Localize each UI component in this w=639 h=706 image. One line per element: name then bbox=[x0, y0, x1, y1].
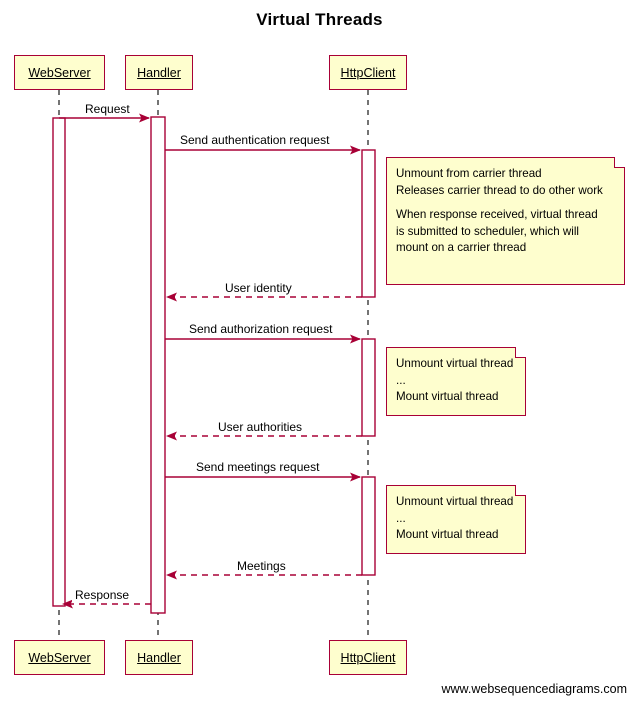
page-title: Virtual Threads bbox=[256, 10, 383, 29]
participant-httpclient-top[interactable]: HttpClient bbox=[329, 55, 407, 90]
message-label-send-authentication-request: Send authentication request bbox=[177, 133, 333, 147]
note-line: Unmount virtual thread bbox=[396, 495, 514, 508]
note-fold-icon bbox=[614, 157, 625, 168]
note-line: Releases carrier thread to do other work bbox=[396, 183, 603, 197]
participant-label: HttpClient bbox=[340, 650, 396, 665]
participant-webserver-top[interactable]: WebServer bbox=[14, 55, 105, 90]
note-line: Unmount from carrier thread bbox=[396, 167, 542, 180]
activation-webserver bbox=[52, 117, 66, 607]
activation-handler bbox=[150, 116, 166, 614]
participant-label: Handler bbox=[137, 650, 181, 665]
note-line: mount on a carrier thread bbox=[396, 241, 527, 254]
message-label-user-identity: User identity bbox=[222, 281, 295, 295]
note-line-blank bbox=[396, 199, 615, 207]
note-unmount-carrier-thread: Unmount from carrier thread Releases car… bbox=[386, 157, 625, 285]
participant-handler-bottom[interactable]: Handler bbox=[125, 640, 193, 675]
footer-watermark: www.websequencediagrams.com bbox=[441, 682, 627, 696]
note-fold-icon bbox=[515, 485, 526, 496]
message-label-meetings: Meetings bbox=[234, 559, 289, 573]
note-line: Mount virtual thread bbox=[396, 528, 499, 541]
participant-label: HttpClient bbox=[340, 65, 396, 80]
message-label-send-authorization-request: Send authorization request bbox=[186, 322, 336, 336]
message-label-user-authorities: User authorities bbox=[215, 420, 306, 434]
note-unmount-mount-virtual-thread-1: Unmount virtual thread ... Mount virtual… bbox=[386, 347, 526, 416]
message-label-response: Response bbox=[72, 588, 133, 602]
activation-httpclient-2 bbox=[361, 338, 376, 437]
participant-handler-top[interactable]: Handler bbox=[125, 55, 193, 90]
note-line: is submitted to scheduler, which will bbox=[396, 224, 580, 238]
note-unmount-mount-virtual-thread-2: Unmount virtual thread ... Mount virtual… bbox=[386, 485, 526, 554]
note-line: Mount virtual thread bbox=[396, 390, 499, 403]
note-line: ... bbox=[396, 511, 406, 525]
participant-label: WebServer bbox=[28, 65, 91, 80]
note-line: When response received, virtual thread bbox=[396, 208, 598, 221]
activation-httpclient-1 bbox=[361, 149, 376, 298]
participant-httpclient-bottom[interactable]: HttpClient bbox=[329, 640, 407, 675]
note-line: Unmount virtual thread bbox=[396, 357, 514, 370]
participant-webserver-bottom[interactable]: WebServer bbox=[14, 640, 105, 675]
participant-label: Handler bbox=[137, 65, 181, 80]
activation-httpclient-3 bbox=[361, 476, 376, 576]
message-label-request: Request bbox=[82, 102, 133, 116]
note-fold-icon bbox=[515, 347, 526, 358]
note-line: ... bbox=[396, 373, 406, 387]
participant-label: WebServer bbox=[28, 650, 91, 665]
message-label-send-meetings-request: Send meetings request bbox=[193, 460, 323, 474]
